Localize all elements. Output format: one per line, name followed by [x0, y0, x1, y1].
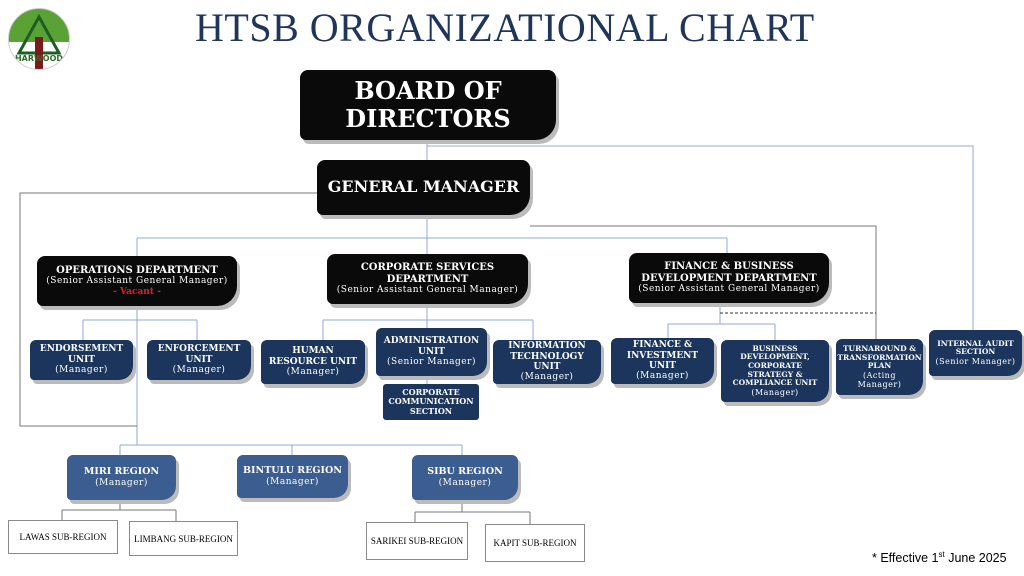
kapit-subregion-box: KAPIT SUB-REGION: [485, 524, 585, 562]
administration-unit-box: ADMINISTRATION UNIT(Senior Manager): [376, 328, 487, 376]
business-development-unit-box: BUSINESS DEVELOPMENT, CORPORATE STRATEGY…: [721, 340, 829, 402]
svg-text:HARWOOD: HARWOOD: [15, 54, 63, 63]
dept-role: (Senior Assistant General Manager): [46, 276, 228, 287]
unit-role: (Senior Manager): [387, 357, 476, 368]
footnote-text: * Effective 1: [872, 551, 939, 566]
board-line1: BOARD OF: [354, 76, 502, 106]
region-name: SIBU REGION: [427, 465, 503, 477]
general-manager-box: GENERAL MANAGER: [317, 160, 530, 215]
finance-business-development-department-box: FINANCE & BUSINESS DEVELOPMENT DEPARTMEN…: [629, 253, 829, 303]
vacant-note: - Vacant -: [113, 286, 161, 297]
bintulu-region-box: BINTULU REGION(Manager): [237, 455, 348, 498]
unit-name: ENFORCEMENT UNIT: [157, 344, 241, 365]
unit-name: HUMAN RESOURCE UNIT: [268, 346, 358, 367]
turnaround-transformation-plan-box: TURNAROUND & TRANSFORMATION PLAN(Acting …: [836, 339, 923, 395]
unit-name: ENDORSEMENT UNIT: [39, 344, 124, 365]
finance-investment-unit-box: FINANCE & INVESTMENT UNIT(Manager): [611, 338, 714, 384]
unit-role: (Senior Manager): [935, 357, 1016, 367]
harwood-logo: HARWOOD: [8, 8, 70, 70]
sarikei-subregion-box: SARIKEI SUB-REGION: [366, 522, 468, 560]
unit-name: FINANCE & INVESTMENT UNIT: [626, 340, 699, 371]
unit-role: (Manager): [172, 365, 226, 376]
page-title: HTSB ORGANIZATIONAL CHART: [195, 5, 815, 50]
information-technology-unit-box: INFORMATION TECHNOLOGY UNIT(Manager): [493, 340, 601, 384]
lawas-subregion-box: LAWAS SUB-REGION: [8, 520, 118, 554]
section-name: CORPORATE COMMUNICATION SECTION: [388, 387, 474, 416]
endorsement-unit-box: ENDORSEMENT UNIT(Manager): [30, 340, 133, 380]
footnote-sup: st: [938, 550, 945, 559]
dept-role: (Senior Assistant General Manager): [336, 285, 519, 296]
tree-icon: HARWOOD: [15, 13, 63, 69]
unit-name: INFORMATION TECHNOLOGY UNIT: [508, 341, 586, 372]
unit-name: TURNAROUND & TRANSFORMATION PLAN: [837, 343, 922, 371]
dept-name: OPERATIONS DEPARTMENT: [56, 264, 218, 276]
gm-label: GENERAL MANAGER: [327, 177, 520, 197]
board-line2: DIRECTORS: [345, 104, 511, 133]
region-role: (Manager): [438, 477, 492, 488]
effective-date-footnote: * Effective 1st June 2025: [872, 550, 1007, 565]
region-role: (Manager): [95, 477, 148, 488]
unit-role: (Acting Manager): [857, 370, 902, 389]
corporate-services-department-box: CORPORATE SERVICES DEPARTMENT (Senior As…: [327, 254, 528, 304]
dept-role: (Senior Assistant General Manager): [638, 284, 820, 295]
sibu-region-box: SIBU REGION(Manager): [412, 455, 518, 500]
footnote-rest: June 2025: [944, 551, 1007, 566]
limbang-subregion-box: LIMBANG SUB-REGION: [129, 521, 238, 556]
miri-region-box: MIRI REGION(Manager): [67, 455, 176, 500]
region-name: MIRI REGION: [83, 465, 160, 477]
region-name: BINTULU REGION: [243, 464, 342, 476]
dept-name: CORPORATE SERVICES DEPARTMENT: [360, 262, 495, 285]
unit-name: ADMINISTRATION UNIT: [383, 336, 480, 357]
unit-name: INTERNAL AUDIT SECTION: [937, 338, 1014, 357]
dept-name: FINANCE & BUSINESS DEVELOPMENT DEPARTMEN…: [641, 261, 817, 284]
unit-role: (Manager): [520, 372, 574, 383]
unit-role: (Manager): [286, 367, 340, 378]
enforcement-unit-box: ENFORCEMENT UNIT(Manager): [147, 340, 251, 380]
operations-department-box: OPERATIONS DEPARTMENT (Senior Assistant …: [37, 256, 237, 306]
unit-name: BUSINESS DEVELOPMENT, CORPORATE STRATEGY…: [732, 343, 818, 388]
unit-role: (Manager): [751, 387, 799, 397]
human-resource-unit-box: HUMAN RESOURCE UNIT(Manager): [261, 340, 365, 384]
corporate-communication-section-box: CORPORATE COMMUNICATION SECTION: [383, 384, 479, 420]
internal-audit-section-box: INTERNAL AUDIT SECTION(Senior Manager): [929, 330, 1022, 376]
region-role: (Manager): [266, 476, 319, 487]
unit-role: (Manager): [55, 365, 108, 376]
unit-role: (Manager): [636, 371, 689, 382]
